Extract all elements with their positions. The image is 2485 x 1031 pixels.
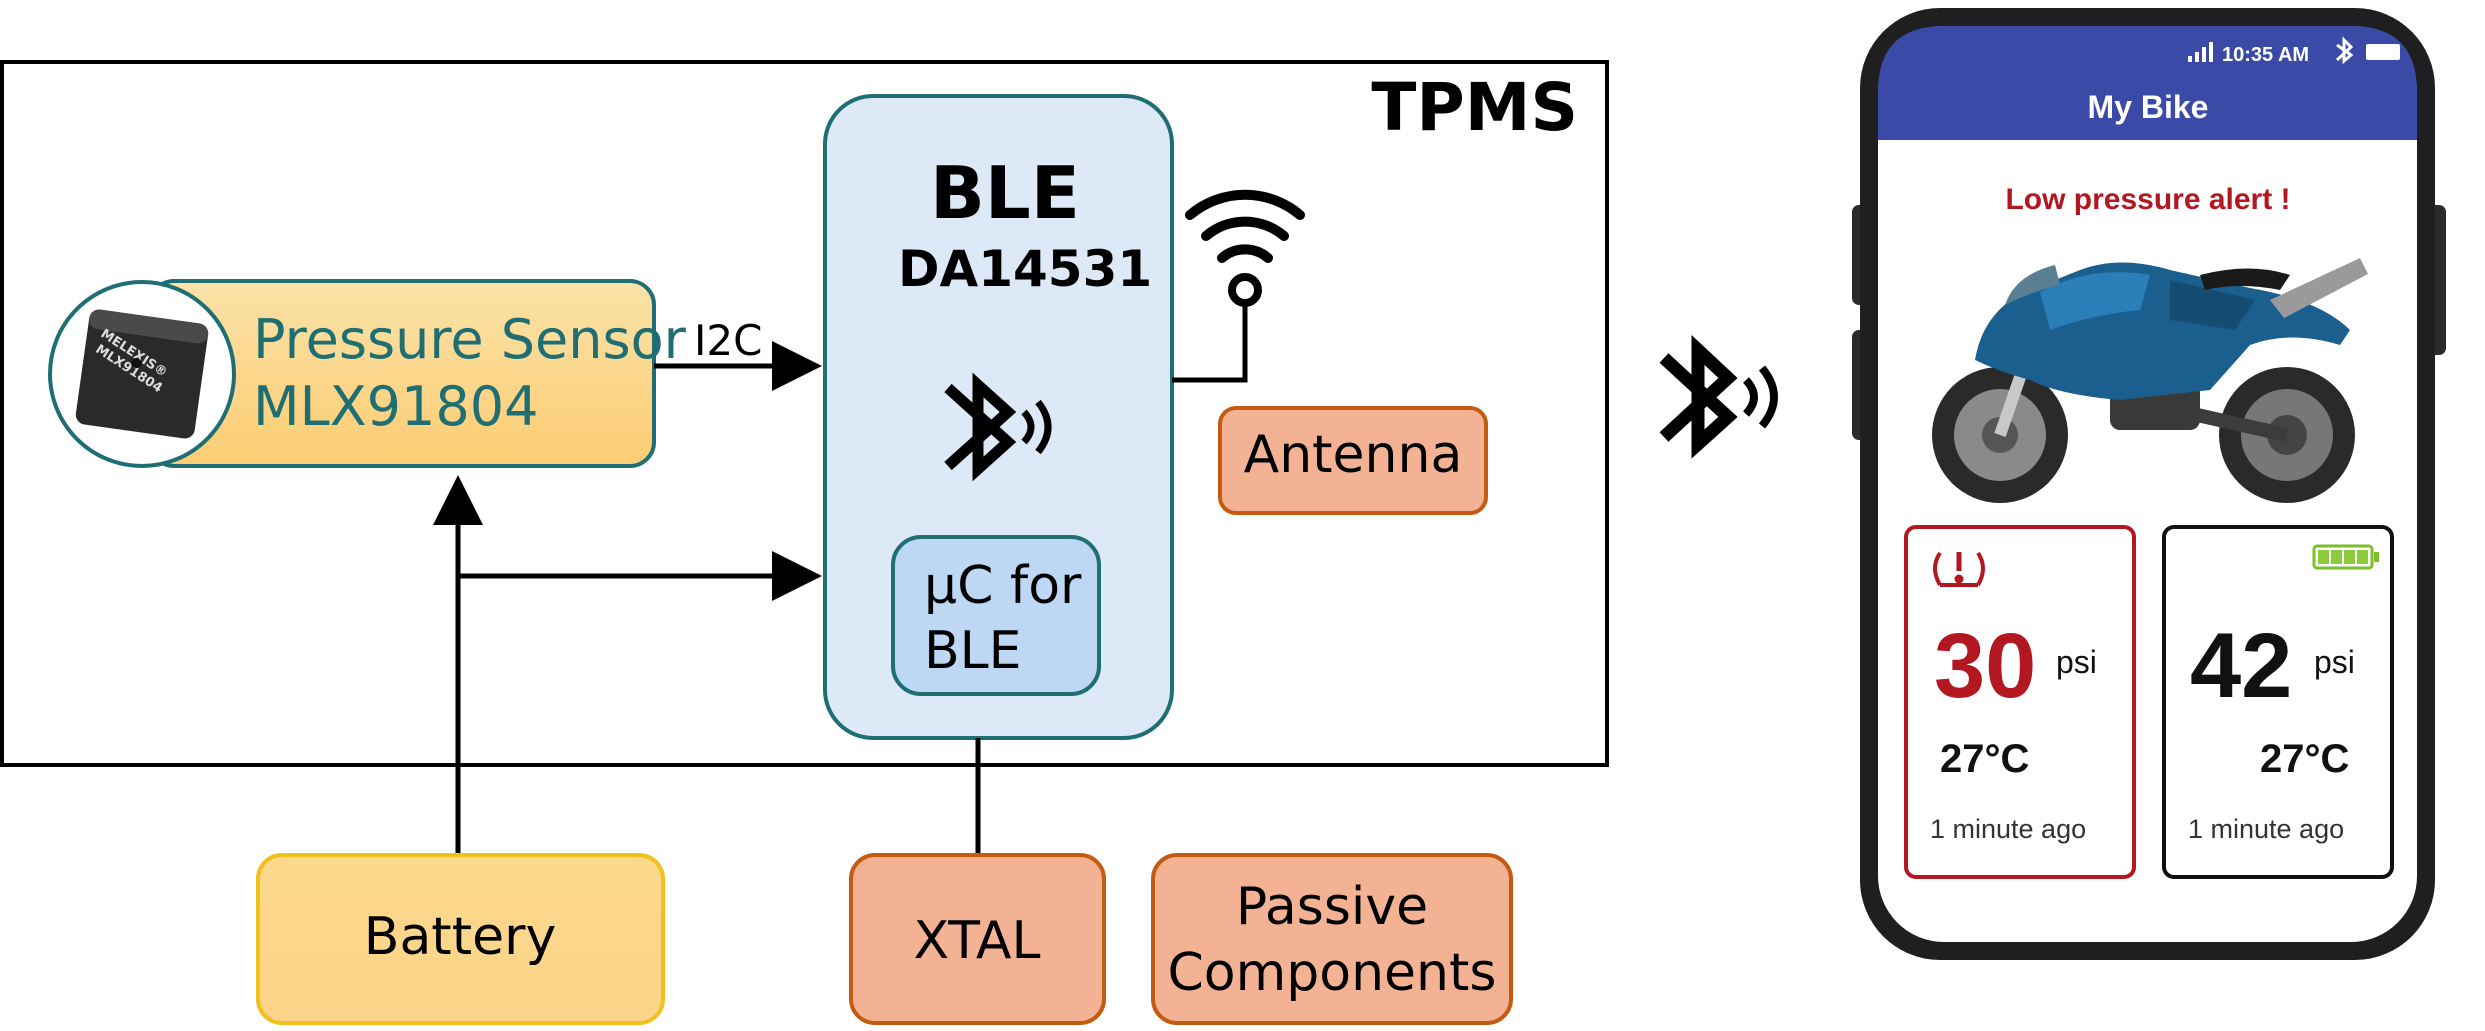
battery-label: Battery bbox=[364, 907, 556, 967]
rear-pressure-value: 42 bbox=[2190, 615, 2292, 717]
motorbike-image bbox=[1932, 258, 2368, 503]
sensor-chip-icon: MELEXIS® MLX91804 bbox=[75, 309, 209, 439]
front-pressure-value: 30 bbox=[1934, 615, 2036, 717]
pressure-sensor-part: MLX91804 bbox=[253, 375, 538, 438]
passive-components-block bbox=[1151, 853, 1513, 1025]
status-time: 10:35 AM bbox=[2222, 44, 2309, 66]
status-battery-icon bbox=[2366, 44, 2400, 60]
smartphone: 10:35 AM My Bike Low pressure alert ! bbox=[1852, 8, 2446, 960]
app-bar bbox=[1878, 26, 2417, 140]
ble-block: BLE DA14531 μC for BLE bbox=[823, 94, 1174, 740]
pressure-card-front[interactable]: 30 psi 27°C 1 minute ago bbox=[1904, 525, 2136, 879]
wifi-antenna-icon bbox=[1185, 189, 1305, 307]
passive-label-line2: Components bbox=[1168, 943, 1497, 1003]
pressure-sensor-block: MELEXIS® MLX91804 Pressure Sensor MLX918… bbox=[48, 279, 687, 468]
antenna-block bbox=[1218, 406, 1488, 515]
front-pressure-unit: psi bbox=[2056, 644, 2097, 680]
antenna-label: Antenna bbox=[1244, 425, 1463, 485]
signal-icon bbox=[2188, 42, 2213, 62]
rear-updated-time: 1 minute ago bbox=[2188, 814, 2344, 844]
uc-label-line1: μC for bbox=[924, 556, 1082, 616]
battery-full-icon bbox=[2312, 544, 2379, 570]
passive-label-line1: Passive bbox=[1236, 877, 1428, 937]
pressure-card-rear[interactable]: 42 psi 27°C 1 minute ago bbox=[2162, 525, 2394, 879]
ble-part-number: DA14531 bbox=[898, 240, 1152, 298]
xtal-label: XTAL bbox=[914, 911, 1041, 971]
xtal-block bbox=[849, 853, 1106, 1025]
tire-pressure-warning-icon bbox=[1933, 551, 1985, 587]
front-updated-time: 1 minute ago bbox=[1930, 814, 2086, 844]
i2c-label: I2C bbox=[694, 316, 762, 365]
antenna-wire bbox=[1172, 305, 1248, 383]
front-temperature: 27°C bbox=[1940, 737, 2029, 781]
battery-block bbox=[256, 853, 665, 1025]
uc-block bbox=[891, 535, 1101, 696]
rear-temperature: 27°C bbox=[2260, 737, 2349, 781]
bluetooth-icon bbox=[944, 372, 1052, 482]
uc-label-line2: BLE bbox=[924, 621, 1022, 681]
tpms-label: TPMS bbox=[1371, 69, 1578, 146]
pressure-sensor-label: Pressure Sensor bbox=[253, 308, 687, 371]
app-title: My Bike bbox=[2088, 89, 2209, 125]
status-bluetooth-icon bbox=[2335, 36, 2354, 65]
low-pressure-alert: Low pressure alert ! bbox=[2005, 183, 2290, 216]
rear-pressure-unit: psi bbox=[2314, 644, 2355, 680]
ble-title: BLE bbox=[930, 151, 1080, 235]
bluetooth-link-icon bbox=[1659, 335, 1778, 459]
